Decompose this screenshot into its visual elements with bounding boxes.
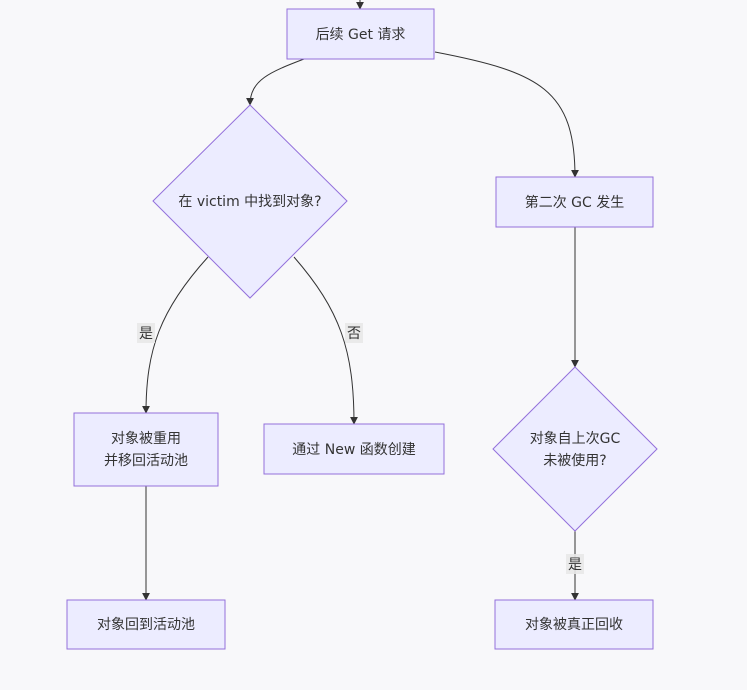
node-second-gc-label: 第二次 GC 发生 [525, 194, 625, 211]
node-reused-label-line1: 对象被重用 [111, 431, 181, 447]
node-decision-unused-label-line1: 对象自上次GC [530, 431, 621, 447]
node-get-request-label: 后续 Get 请求 [316, 26, 406, 43]
edge-label-found-no-text: 否 [347, 326, 361, 342]
node-back-to-active-pool: 对象回到活动池 [66, 599, 226, 650]
node-create-via-new: 通过 New 函数创建 [263, 423, 445, 475]
node-reused-label-line2: 并移回活动池 [104, 453, 188, 469]
node-decision-unused-since-gc: 对象自上次GC 未被使用? [492, 366, 658, 532]
edge-label-found-yes: 是 [137, 323, 155, 343]
node-decision-unused-label-line2: 未被使用? [543, 452, 606, 469]
node-truly-reclaimed: 对象被真正回收 [494, 599, 654, 650]
node-reused: 对象被重用 并移回活动池 [73, 412, 219, 487]
node-get-request: 后续 Get 请求 [286, 8, 435, 60]
edge-label-unused-yes-text: 是 [568, 557, 582, 573]
edge-label-found-no: 否 [345, 323, 363, 343]
node-decision-found-in-victim-label: 在 victim 中找到对象? [178, 194, 321, 210]
edge-get-to-victim-decision [246, 58, 305, 106]
edge-label-unused-yes: 是 [566, 554, 584, 574]
edge-victim-yes-to-reused [142, 256, 209, 414]
node-second-gc: 第二次 GC 发生 [495, 176, 654, 228]
node-truly-reclaimed-label: 对象被真正回收 [525, 617, 623, 633]
edge-victim-no-to-create [293, 256, 358, 425]
edge-label-found-yes-text: 是 [139, 326, 153, 342]
node-create-via-new-label: 通过 New 函数创建 [292, 442, 415, 458]
edge-get-to-second-gc [434, 51, 579, 178]
node-back-to-active-pool-label: 对象回到活动池 [97, 617, 195, 633]
edges [142, 0, 579, 601]
node-decision-found-in-victim: 在 victim 中找到对象? [152, 104, 348, 299]
